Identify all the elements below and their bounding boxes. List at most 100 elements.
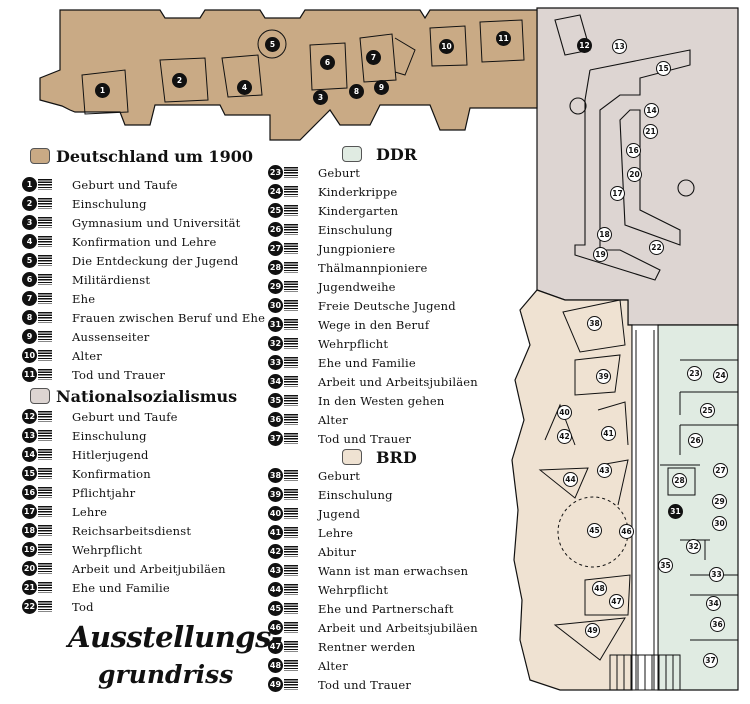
map-badge-43[interactable]: 43 (597, 463, 612, 478)
map-badge-40[interactable]: 40 (557, 405, 572, 420)
swatch-deutschland (30, 148, 50, 164)
map-badge-33[interactable]: 33 (709, 567, 724, 582)
map-badge-24[interactable]: 24 (713, 368, 728, 383)
map-badge-2[interactable]: 2 (172, 73, 187, 88)
map-badge-23[interactable]: 23 (687, 366, 702, 381)
map-badge-35[interactable]: 35 (658, 558, 673, 573)
map-badge-42[interactable]: 42 (557, 429, 572, 444)
map-badge-39[interactable]: 39 (596, 369, 611, 384)
map-badge-22[interactable]: 22 (649, 240, 664, 255)
map-badge-13[interactable]: 13 (612, 39, 627, 54)
map-badge-29[interactable]: 29 (712, 494, 727, 509)
deutschland-zone (39, 9, 538, 141)
map-badge-25[interactable]: 25 (700, 403, 715, 418)
map-badge-27[interactable]: 27 (713, 463, 728, 478)
map-badge-38[interactable]: 38 (587, 316, 602, 331)
map-badge-26[interactable]: 26 (688, 433, 703, 448)
map-badge-11[interactable]: 11 (496, 31, 511, 46)
section-title-ns: Nationalsozialismus (56, 387, 238, 406)
map-badge-3[interactable]: 3 (313, 90, 328, 105)
map-badge-8[interactable]: 8 (349, 84, 364, 99)
map-badge-47[interactable]: 47 (609, 594, 624, 609)
map-badge-45[interactable]: 45 (587, 523, 602, 538)
map-badge-34[interactable]: 34 (706, 596, 721, 611)
map-badge-20[interactable]: 20 (627, 167, 642, 182)
map-badge-14[interactable]: 14 (644, 103, 659, 118)
map-badge-7[interactable]: 7 (366, 50, 381, 65)
stairs (609, 654, 681, 691)
swatch-ddr (342, 146, 362, 162)
map-badge-5[interactable]: 5 (265, 37, 280, 52)
map-badge-30[interactable]: 30 (712, 516, 727, 531)
map-badge-32[interactable]: 32 (686, 539, 701, 554)
brd-zone (511, 289, 633, 691)
section-title-ddr: DDR (376, 145, 418, 164)
map-badge-15[interactable]: 15 (656, 61, 671, 76)
map-badge-28[interactable]: 28 (672, 473, 687, 488)
map-badge-36[interactable]: 36 (710, 617, 725, 632)
map-badge-49[interactable]: 49 (585, 623, 600, 638)
map-badge-16[interactable]: 16 (626, 143, 641, 158)
map-badge-48[interactable]: 48 (592, 581, 607, 596)
map-badge-41[interactable]: 41 (601, 426, 616, 441)
exhibition-heading-line1: Ausstellungs- (68, 620, 283, 654)
map-badge-1[interactable]: 1 (95, 83, 110, 98)
map-badge-37[interactable]: 37 (703, 653, 718, 668)
map-badge-46[interactable]: 46 (619, 524, 634, 539)
map-badge-10[interactable]: 10 (439, 39, 454, 54)
map-badge-21[interactable]: 21 (643, 124, 658, 139)
map-badge-19[interactable]: 19 (593, 247, 608, 262)
map-badge-4[interactable]: 4 (237, 80, 252, 95)
map-badge-9[interactable]: 9 (374, 80, 389, 95)
map-badge-31[interactable]: 31 (668, 504, 683, 519)
ns-zone (536, 7, 739, 326)
section-title-deutschland: Deutschland um 1900 (56, 147, 253, 166)
map-badge-17[interactable]: 17 (610, 186, 625, 201)
map-badge-6[interactable]: 6 (320, 55, 335, 70)
map-badge-44[interactable]: 44 (563, 472, 578, 487)
map-badge-12[interactable]: 12 (577, 38, 592, 53)
section-title-brd: BRD (376, 448, 417, 467)
map-badge-18[interactable]: 18 (597, 227, 612, 242)
swatch-ns (30, 388, 50, 404)
